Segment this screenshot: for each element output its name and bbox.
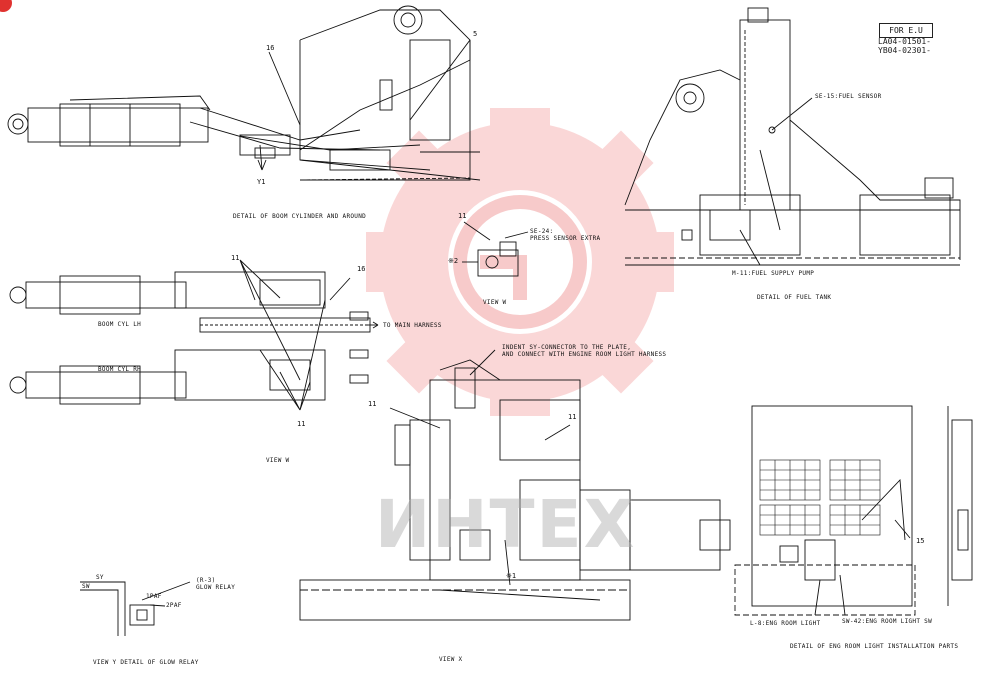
serial-2: YB04-02301- — [878, 46, 931, 55]
wire-sw: SW — [82, 583, 90, 590]
paf-2: 2PAF — [166, 602, 182, 609]
callout-y1: Y1 — [257, 178, 266, 186]
view-w-cylinders — [9, 259, 379, 411]
watermark-gear — [366, 108, 674, 416]
caption-glow-relay: VIEW Y DETAIL OF GLOW RELAY — [93, 659, 199, 666]
boom-cylinder-detail — [7, 5, 481, 181]
caption-view-w-mid: VIEW W — [266, 457, 290, 464]
m11-label: M-11:FUEL SUPPLY PUMP — [732, 270, 815, 277]
caption-view-x: VIEW X — [439, 656, 463, 663]
view-x-engine — [299, 349, 731, 621]
wire-sy: SY — [96, 574, 104, 581]
callout-16-top: 16 — [266, 44, 275, 52]
sw42-label: SW-42:ENG ROOM LIGHT SW — [842, 618, 932, 625]
se15-label: SE-15:FUEL SENSOR — [815, 93, 882, 100]
fuel-tank-detail — [624, 7, 961, 266]
callout-15: 15 — [916, 537, 925, 545]
caption-boom-cylinder: DETAIL OF BOOM CYLINDER AND AROUND — [233, 213, 367, 220]
callout-11-eng-b: 11 — [568, 413, 577, 421]
indent-note-2: AND CONNECT WITH ENGINE ROOM LIGHT HARNE… — [502, 351, 667, 358]
paf-1: 1PAF — [146, 593, 162, 600]
press-sensor-view — [462, 221, 529, 277]
glow-relay-detail — [80, 581, 191, 636]
glow-relay-label: GLOW RELAY — [196, 584, 236, 591]
caption-eng-room: DETAIL OF ENG ROOM LIGHT INSTALLATION PA… — [790, 643, 959, 650]
boom-cyl-lh: BOOM CYL LH — [98, 321, 142, 328]
callout-11-bottom: 11 — [297, 420, 306, 428]
boom-cyl-rh: BOOM CYL RH — [98, 366, 142, 373]
relay-r3: (R-3) — [196, 577, 216, 584]
callout-11-cyl: 11 — [231, 254, 240, 262]
se24-name: PRESS SENSOR EXTRA — [530, 235, 601, 242]
indent-note-1: INDENT SY-CONNECTOR TO THE PLATE, — [502, 344, 632, 351]
callout-5: 5 — [473, 30, 478, 38]
serial-1: LA04-01501- — [878, 37, 931, 46]
to-main-harness: TO MAIN HARNESS — [383, 322, 442, 329]
note-x1: ※1 — [506, 572, 517, 580]
l8-label: L-8:ENG ROOM LIGHT — [750, 620, 821, 627]
region-frame-label: FOR E.U — [879, 23, 933, 38]
note-x2: ※2 — [448, 257, 459, 265]
callout-16-cyl: 16 — [357, 265, 366, 273]
caption-view-w-top: VIEW W — [483, 299, 507, 306]
corner-badge — [0, 0, 12, 12]
se24-code: SE-24: — [530, 228, 554, 235]
caption-fuel-tank: DETAIL OF FUEL TANK — [757, 294, 832, 301]
eng-room-detail — [734, 405, 973, 616]
watermark-text: ИНТЕХ — [375, 486, 637, 563]
callout-11-eng-a: 11 — [368, 400, 377, 408]
callout-11-press: 11 — [458, 212, 467, 220]
